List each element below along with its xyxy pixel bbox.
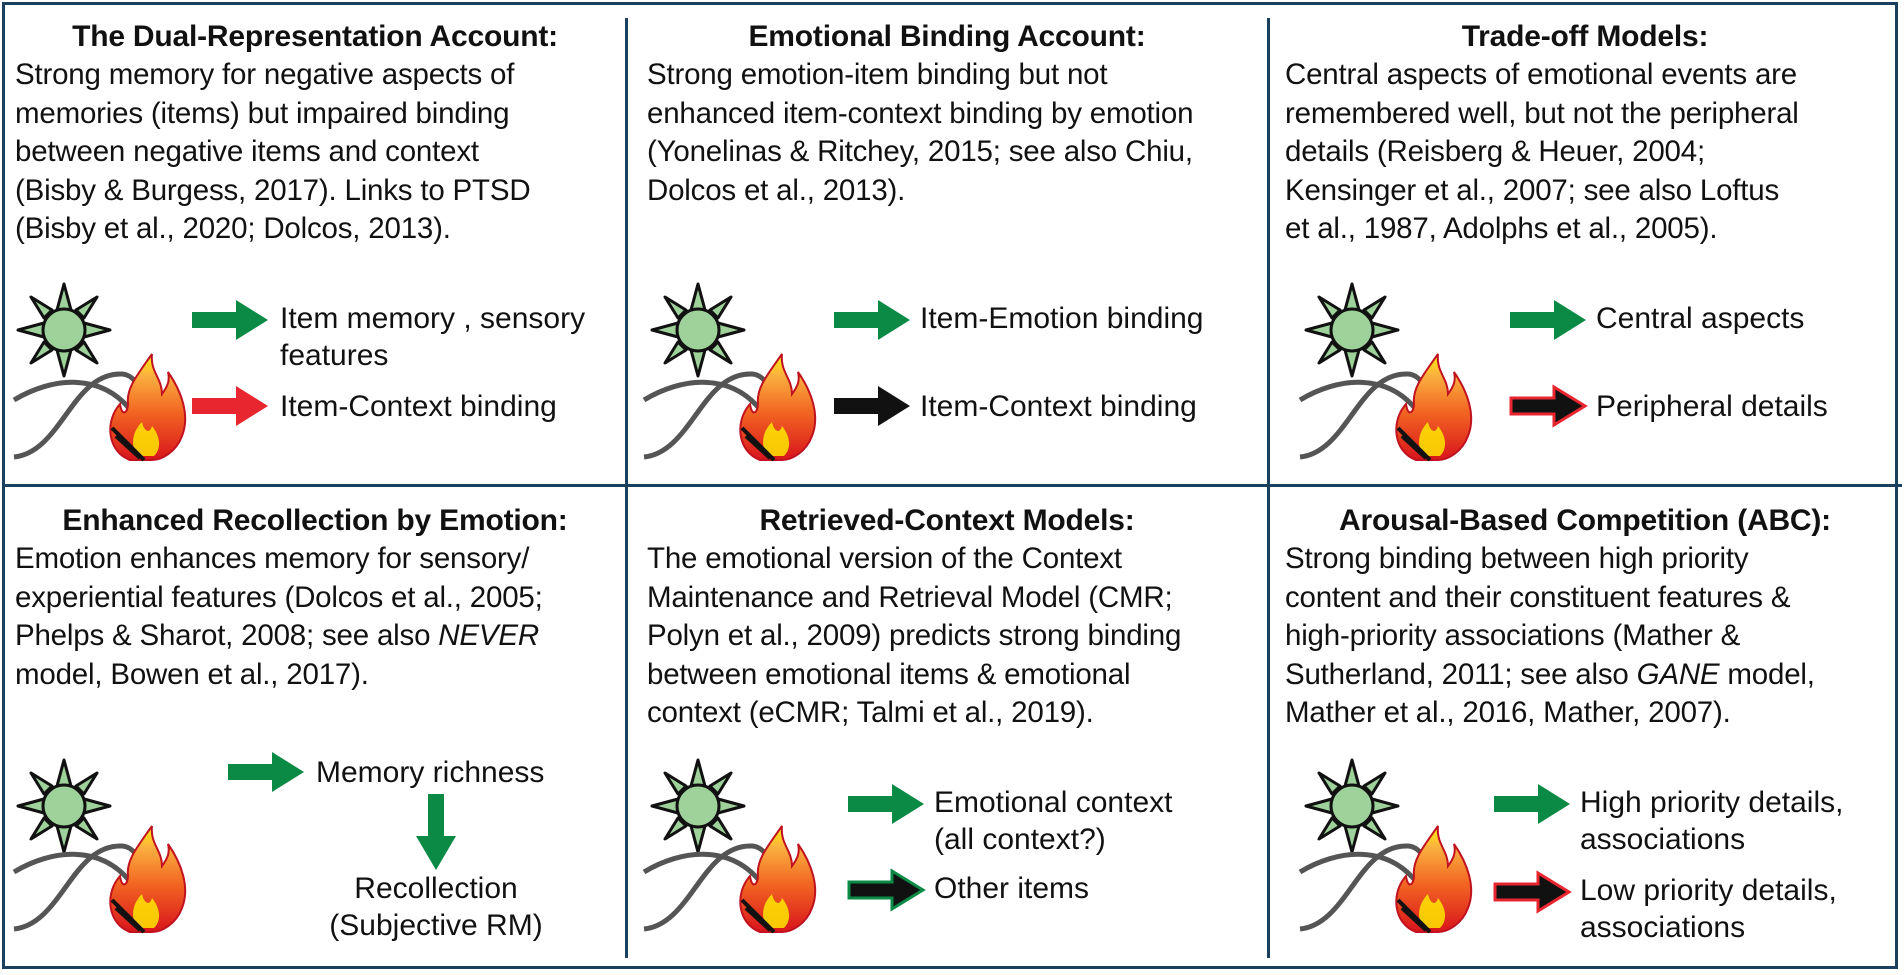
fire-icon	[1298, 824, 1478, 934]
panel-title: Retrieved-Context Models:	[759, 504, 1135, 537]
fire-icon	[12, 824, 192, 934]
outcome-label: Item memory , sensory features	[280, 302, 586, 372]
black-green-arrow-icon	[846, 868, 926, 912]
divider-horizontal	[2, 484, 1902, 487]
green-arrow-icon	[190, 298, 270, 342]
panel-description: Strong binding between high priority con…	[1285, 542, 1815, 729]
fire-icon	[642, 824, 822, 934]
black-red-arrow-icon	[1492, 870, 1572, 914]
outcome-label: Other items	[934, 872, 1090, 905]
divider-vertical-2	[1267, 18, 1270, 958]
panel-description: Strong emotion-item binding but not enha…	[647, 58, 1194, 207]
red-arrow-icon	[190, 384, 270, 428]
panel-retrieved-context: Retrieved-Context Models: The emotional …	[632, 488, 1262, 958]
panel-title: The Dual-Representation Account:	[72, 20, 558, 53]
green-arrow-icon	[832, 298, 912, 342]
outcome-label: Memory richness	[316, 756, 545, 789]
outcome-label: Item-Context binding	[280, 390, 557, 423]
panel-description: Central aspects of emotional events are …	[1285, 58, 1799, 245]
panel-description: Emotion enhances memory for sensory/ exp…	[15, 542, 543, 691]
fire-icon	[642, 352, 822, 462]
fire-icon	[1298, 352, 1478, 462]
green-down-arrow-icon	[414, 792, 458, 872]
outcome-label: Low priority details, associations	[1580, 874, 1837, 944]
outcome-label: High priority details, associations	[1580, 786, 1844, 856]
panel-arousal-based-competition: Arousal-Based Competition (ABC): Strong …	[1270, 488, 1900, 958]
green-arrow-icon	[226, 750, 306, 794]
panel-trade-off: Trade-off Models: Central aspects of emo…	[1270, 0, 1900, 470]
panel-dual-representation: The Dual-Representation Account: Strong …	[0, 0, 630, 470]
outcome-label: Peripheral details	[1596, 390, 1828, 423]
panel-description: The emotional version of the Context Mai…	[647, 542, 1182, 729]
black-arrow-icon	[832, 384, 912, 428]
outcome-label: Recollection (Subjective RM)	[329, 872, 543, 942]
panel-emotional-binding: Emotional Binding Account: Strong emotio…	[632, 0, 1262, 470]
outcome-label: Central aspects	[1596, 302, 1805, 335]
outcome-label: Item-Context binding	[920, 390, 1197, 423]
green-arrow-icon	[1508, 298, 1588, 342]
outcome-label: Emotional context (all context?)	[934, 786, 1173, 856]
outcome-label: Item-Emotion binding	[920, 302, 1204, 335]
divider-vertical-1	[625, 18, 628, 958]
panel-title: Arousal-Based Competition (ABC):	[1339, 504, 1831, 537]
green-arrow-icon	[846, 782, 926, 826]
panel-description: Strong memory for negative aspects of me…	[15, 58, 531, 245]
panel-enhanced-recollection: Enhanced Recollection by Emotion: Emotio…	[0, 488, 630, 958]
green-arrow-icon	[1492, 782, 1572, 826]
black-red-arrow-icon	[1508, 384, 1588, 428]
panel-title: Enhanced Recollection by Emotion:	[62, 504, 568, 537]
panel-title: Emotional Binding Account:	[748, 20, 1146, 53]
panel-title: Trade-off Models:	[1461, 20, 1709, 53]
fire-icon	[12, 352, 192, 462]
